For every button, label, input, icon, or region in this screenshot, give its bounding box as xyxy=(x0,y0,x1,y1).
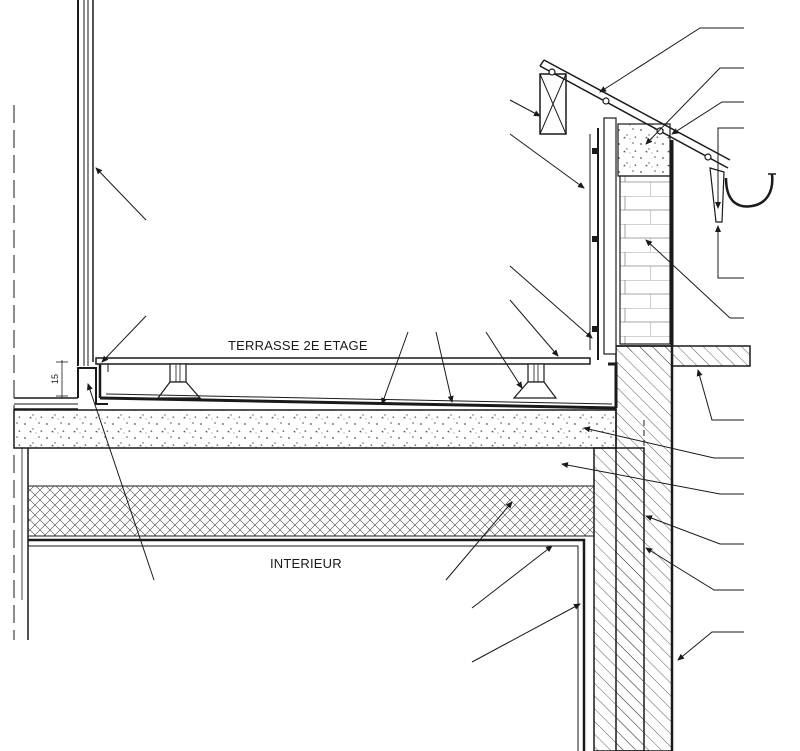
interior-floor xyxy=(14,397,78,410)
terrace-label: TERRASSE 2E ETAGE xyxy=(228,338,368,353)
roof-timber xyxy=(539,73,567,135)
annotation-leaders xyxy=(87,27,744,663)
parapet-upstand xyxy=(589,117,617,360)
wall-coping xyxy=(616,345,751,367)
dimension-15: 15 xyxy=(50,360,68,398)
gutter-hook xyxy=(724,173,774,208)
pedestal-left xyxy=(156,363,202,399)
glazing-frame xyxy=(77,0,94,366)
terrace-deck xyxy=(95,357,591,372)
ceiling-insulation xyxy=(27,485,595,537)
parapet-masonry xyxy=(619,175,671,345)
pedestal-right xyxy=(512,363,558,399)
waterproof-membrane xyxy=(98,362,618,410)
interior-label: INTERIEUR xyxy=(270,556,342,571)
concrete-slab xyxy=(13,409,617,449)
exterior-wall xyxy=(593,345,674,751)
sloped-roof xyxy=(539,59,731,223)
ceiling-finish xyxy=(28,538,586,751)
threshold-profile xyxy=(77,367,108,405)
ceiling-cavity xyxy=(21,448,29,640)
dimension-label: 15 xyxy=(50,374,60,384)
